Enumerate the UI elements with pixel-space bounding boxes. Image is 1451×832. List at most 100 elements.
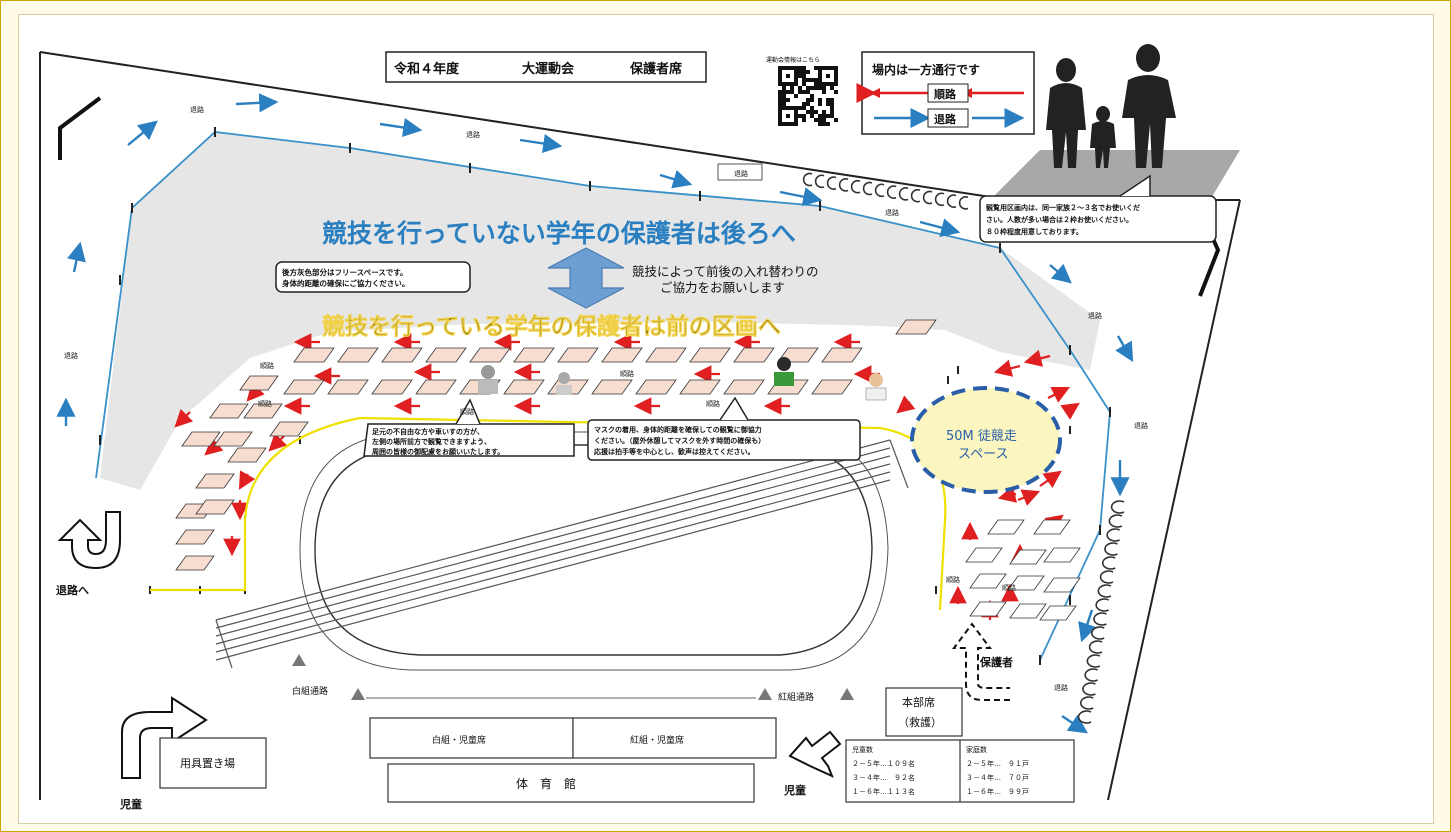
u-turn-arrow-icon: [57, 511, 121, 570]
qr-module: [778, 110, 782, 114]
student-right-label: 児童: [783, 783, 806, 797]
students-header: 児童数: [852, 745, 873, 754]
qr-module: [802, 70, 806, 74]
qr-caption: 運動会情報はこちら: [766, 56, 820, 64]
qr-module: [798, 66, 802, 70]
viewing-box: [601, 347, 643, 363]
qr-module: [794, 110, 798, 114]
exit-path-label-2: 退路: [466, 130, 480, 139]
free-space-area: [100, 132, 1100, 490]
qr-module: [826, 102, 830, 106]
qr-module: [818, 118, 822, 122]
qr-module: [794, 118, 798, 122]
qr-module: [830, 98, 834, 102]
qr-module: [798, 74, 802, 78]
qr-module: [814, 78, 818, 82]
student-entry-arrow-icon: [788, 730, 842, 778]
row-marker: [850, 179, 861, 194]
row-marker: [1080, 696, 1094, 710]
qr-module: [802, 102, 806, 106]
white-student-seats: [369, 717, 574, 759]
lane-line: [889, 439, 909, 489]
qr-module: [794, 78, 798, 82]
exit-arrow: [1061, 714, 1088, 734]
route-label-3: 順路: [460, 407, 474, 416]
route-arrows: [174, 333, 1080, 620]
note-viewing-1: 観覧用区画内は、同一家族２～３名でお使いくだ: [986, 203, 1140, 212]
qr-module: [818, 78, 822, 82]
track-oval: [314, 444, 873, 656]
qr-module: [790, 86, 794, 90]
qr-module: [790, 122, 794, 126]
row-marker: [886, 185, 897, 199]
row-marker: [874, 183, 885, 198]
qr-module: [822, 118, 826, 122]
qr-module: [778, 66, 782, 70]
viewing-box: [425, 347, 467, 363]
lane-line: [215, 479, 891, 661]
qr-module: [834, 70, 838, 74]
note-callouts: [275, 174, 1217, 461]
qr-module: [782, 106, 786, 110]
qr-module: [794, 122, 798, 126]
qr-module: [794, 114, 798, 118]
viewing-box: [987, 519, 1025, 535]
viewing-box: [1043, 547, 1081, 563]
viewing-box: [415, 379, 457, 395]
qr-module: [782, 98, 786, 102]
note-mask-1: マスクの着用、身体的距離を確保しての観覧に御協力: [594, 425, 762, 434]
row-marker: [1093, 612, 1107, 626]
students-row: ３－４年… ９２名: [852, 773, 915, 782]
swap-double-arrow-icon: [547, 247, 625, 309]
title-year: 令和４年度: [394, 61, 460, 77]
qr-module: [822, 114, 826, 118]
row-marker: [826, 176, 837, 190]
viewing-box: [213, 431, 253, 447]
qr-module: [810, 106, 814, 110]
route-arrow: [896, 395, 916, 414]
qr-module: [818, 70, 822, 74]
viewing-box: [969, 601, 1007, 617]
viewing-box: [645, 347, 687, 363]
hq-tent: [885, 687, 963, 737]
family-silhouette: [990, 44, 1240, 200]
storage-label: 用具置き場: [180, 757, 235, 770]
exit-arrow: [235, 93, 279, 113]
qr-module: [830, 110, 834, 114]
swap-line-2: ご協力をお願いします: [660, 280, 785, 295]
qr-module: [830, 106, 834, 110]
equipment-storage: [159, 737, 267, 789]
exit-arrow: [779, 187, 823, 207]
qr-module: [786, 106, 790, 110]
hq-label-2: （救護）: [898, 715, 942, 729]
viewing-box: [243, 403, 283, 419]
qr-module: [782, 90, 786, 94]
qr-module: [782, 86, 786, 90]
note-feet-2: 左側の場所前方で観覧できますよう、: [371, 437, 491, 446]
swap-line-1: 競技によって前後の入れ替わりの: [632, 264, 819, 279]
viewing-box: [283, 379, 325, 395]
qr-module: [778, 106, 782, 110]
exit-arrow: [67, 241, 86, 273]
qr-module: [818, 114, 822, 118]
qr-module: [810, 78, 814, 82]
qr-module: [826, 66, 830, 70]
red-seats-label: 紅組・児童席: [630, 734, 684, 746]
qr-module: [778, 118, 782, 122]
qr-module: [822, 82, 826, 86]
row-marker: [1086, 654, 1101, 668]
qr-module: [794, 74, 798, 78]
qr-module: [802, 106, 806, 110]
viewing-box: [1009, 603, 1047, 619]
route-arrow: [993, 359, 1021, 377]
row-marker: [1106, 528, 1120, 542]
qr-module: [786, 90, 790, 94]
route-arrow: [1017, 489, 1041, 506]
row-marker: [1084, 668, 1098, 682]
qr-module: [806, 110, 810, 114]
qr-module: [834, 90, 838, 94]
exit-path-label-7: 退路: [1054, 683, 1068, 692]
qr-module: [790, 90, 794, 94]
households-row: ２－５年… ９１戸: [966, 759, 1029, 768]
